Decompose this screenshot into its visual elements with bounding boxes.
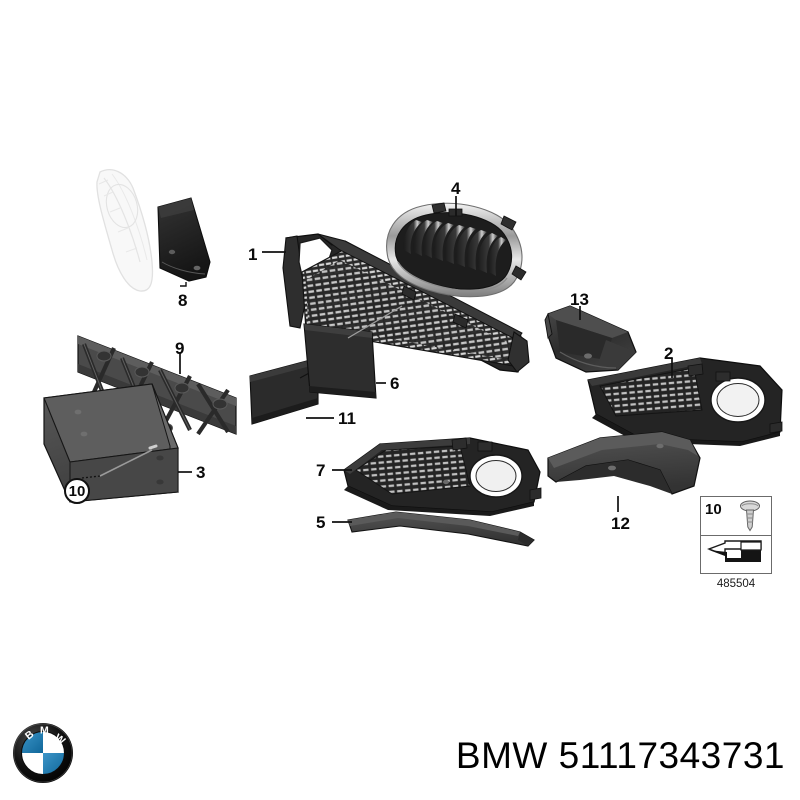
part-3-license-plate-base — [43, 383, 192, 503]
callout-6[interactable]: 6 — [390, 374, 400, 393]
callout-8[interactable]: 8 — [178, 291, 188, 310]
screw-icon — [737, 500, 763, 539]
part-11-small-blanking-panel — [249, 357, 334, 425]
part-13-air-duct — [544, 305, 637, 373]
callout-3[interactable]: 3 — [196, 463, 206, 482]
exploded-diagram-canvas — [43, 169, 783, 547]
callout-7[interactable]: 7 — [316, 461, 326, 480]
part-12-fog-grille-trim-surround — [547, 431, 701, 512]
callout-13[interactable]: 13 — [570, 290, 589, 309]
part-headlight-ghost-outline — [96, 169, 154, 292]
callout-4[interactable]: 4 — [451, 179, 461, 198]
fastener-legend-box: 10 — [700, 496, 772, 574]
footer-caption: BMW 51117343731 — [455, 735, 785, 776]
part-4-bmw-kidney-grille — [386, 196, 527, 298]
callout-5[interactable]: 5 — [316, 513, 326, 532]
callout-10-circled[interactable]: 10 — [64, 478, 90, 504]
callout-1[interactable]: 1 — [248, 245, 258, 264]
part-7-left-fog-light-grille — [332, 437, 542, 516]
legend-item-number: 10 — [705, 501, 722, 518]
part-8-side-wedge-cover — [157, 197, 211, 287]
callout-11[interactable]: 11 — [338, 409, 356, 428]
callout-9[interactable]: 9 — [175, 339, 185, 358]
bmw-roundel-logo: B M W — [12, 722, 74, 784]
callout-2[interactable]: 2 — [664, 344, 674, 363]
callout-12[interactable]: 12 — [611, 514, 630, 533]
legend-divider — [701, 535, 771, 536]
part-2-right-fog-light-grille — [587, 357, 783, 446]
legend-code: 485504 — [716, 578, 756, 590]
part-6-large-blanking-panel — [303, 305, 403, 399]
svg-text:M: M — [40, 725, 49, 737]
insert-arrow-icon — [705, 538, 767, 577]
part-5-lower-trim-strip — [332, 511, 535, 547]
